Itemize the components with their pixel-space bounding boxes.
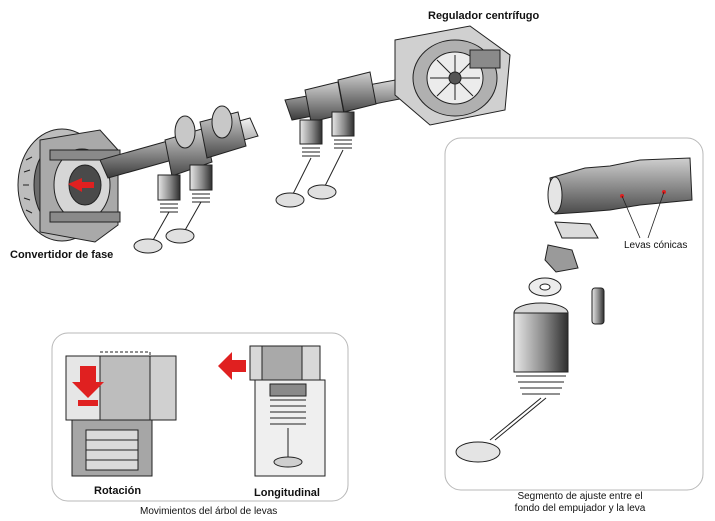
phase-converter-label: Convertidor de fase: [10, 249, 114, 261]
rotation-figure: [65, 351, 177, 477]
longitudinal-arrow-icon: [218, 352, 246, 380]
camshaft-movements-caption: Movimientos del árbol de levas: [140, 506, 278, 517]
conical-cams-label: Levas cónicas: [624, 240, 688, 251]
rotation-label: Rotación: [94, 485, 142, 497]
longitudinal-figure: [218, 345, 326, 477]
phase-converter-assembly: [17, 105, 259, 254]
segment-caption-line-1: Segmento de ajuste entre el: [517, 491, 643, 502]
segment-caption-line-2: fondo del empujador y la leva: [514, 503, 646, 514]
governor-label: Regulador centrífugo: [428, 10, 540, 22]
rotation-arrow-icon: [72, 366, 104, 398]
exploded-tappet-parts: [455, 157, 693, 463]
exploded-view-panel: [444, 137, 704, 491]
conical-cams-leaders: [621, 191, 665, 239]
longitudinal-label: Longitudinal: [254, 487, 320, 499]
phase-converter-red-arrow: [68, 178, 94, 192]
centrifugal-governor-assembly: [275, 25, 511, 208]
segment-caption: Segmento de ajuste entre el fondo del em…: [500, 491, 660, 515]
